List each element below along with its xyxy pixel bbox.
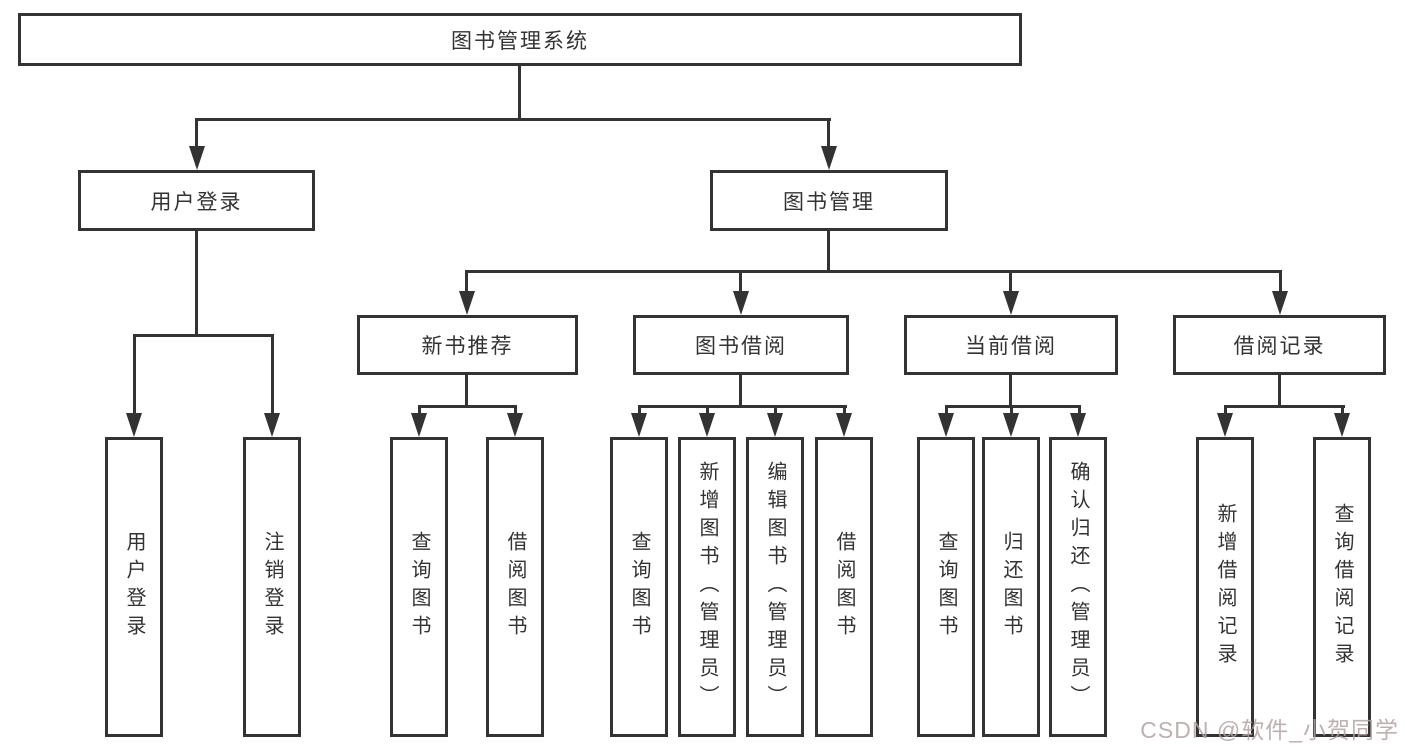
node-records-label: 借阅记录 bbox=[1233, 335, 1326, 358]
leaf-borrow-edit-label: 编辑图书（管理员） bbox=[764, 461, 786, 713]
node-root: 图书管理系统 bbox=[18, 13, 1022, 66]
leaf-current-confirm-label: 确认归还（管理员） bbox=[1067, 461, 1089, 713]
arrow-into-mgmt bbox=[821, 146, 837, 170]
node-newbook-label: 新书推荐 bbox=[421, 335, 514, 358]
node-current-label: 当前借阅 bbox=[965, 335, 1057, 358]
connector-l3-shaft-2 bbox=[739, 270, 742, 295]
connector-records-leaf2-shaft bbox=[1341, 405, 1344, 417]
connector-borrow-leaf1-shaft bbox=[638, 405, 641, 417]
node-borrow-label: 图书借阅 bbox=[695, 335, 787, 358]
leaf-borrow-add: 新增图书（管理员） bbox=[678, 437, 736, 737]
node-records: 借阅记录 bbox=[1173, 315, 1386, 375]
connector-newbook-leaf1-shaft bbox=[418, 405, 421, 417]
leaf-user-login: 用户登录 bbox=[105, 437, 163, 737]
node-book-mgmt-label: 图书管理 bbox=[783, 190, 875, 214]
leaf-newbook-borrow-label: 借阅图书 bbox=[504, 531, 526, 643]
arrow-current-leaf1 bbox=[938, 413, 954, 437]
leaf-current-query: 查询图书 bbox=[917, 437, 975, 737]
connector-records-hline bbox=[1224, 405, 1345, 408]
connector-root-drop bbox=[518, 65, 521, 120]
connector-l3-shaft-3 bbox=[1009, 270, 1012, 295]
leaf-logout: 注销登录 bbox=[243, 437, 301, 737]
arrow-into-records bbox=[1272, 291, 1288, 315]
arrow-into-newbook bbox=[459, 291, 475, 315]
arrow-into-current bbox=[1003, 291, 1019, 315]
arrow-records-leaf2 bbox=[1334, 413, 1350, 437]
connector-borrow-leaf3-shaft bbox=[774, 405, 777, 417]
connector-login-leaf1-shaft bbox=[133, 334, 136, 416]
leaf-borrow-edit: 编辑图书（管理员） bbox=[746, 437, 804, 737]
connector-current-down bbox=[1009, 375, 1012, 407]
node-newbook: 新书推荐 bbox=[357, 315, 578, 375]
node-book-mgmt: 图书管理 bbox=[710, 170, 948, 231]
leaf-borrow-query: 查询图书 bbox=[610, 437, 668, 737]
connector-login-down bbox=[195, 230, 198, 336]
arrow-borrow-leaf4 bbox=[836, 413, 852, 437]
connector-current-leaf2-shaft bbox=[1010, 405, 1013, 417]
leaf-records-query-label: 查询借阅记录 bbox=[1331, 503, 1353, 671]
arrow-current-leaf3 bbox=[1070, 413, 1086, 437]
arrow-records-leaf1 bbox=[1217, 413, 1233, 437]
connector-newbook-down bbox=[465, 375, 468, 407]
connector-borrow-hline bbox=[638, 405, 847, 408]
leaf-records-add: 新增借阅记录 bbox=[1196, 437, 1254, 737]
arrow-borrow-leaf1 bbox=[631, 413, 647, 437]
leaf-current-return-label: 归还图书 bbox=[1000, 531, 1022, 643]
leaf-records-add-label: 新增借阅记录 bbox=[1214, 503, 1236, 671]
arrow-newbook-leaf2 bbox=[507, 413, 523, 437]
leaf-borrow-query-label: 查询图书 bbox=[628, 531, 650, 643]
leaf-newbook-query-label: 查询图书 bbox=[408, 531, 430, 643]
connector-login-leaf2-shaft bbox=[271, 334, 274, 416]
node-user-login-label: 用户登录 bbox=[150, 190, 243, 214]
arrow-current-leaf2 bbox=[1003, 413, 1019, 437]
connector-mgmt-shaft bbox=[827, 118, 830, 150]
leaf-logout-label: 注销登录 bbox=[261, 531, 283, 643]
leaf-borrow-borrow-label: 借阅图书 bbox=[833, 531, 855, 643]
node-user-login: 用户登录 bbox=[78, 170, 315, 231]
arrow-into-user-login bbox=[126, 413, 142, 437]
arrow-into-logout bbox=[264, 413, 280, 437]
arrow-into-login bbox=[189, 146, 205, 170]
connector-borrow-leaf2-shaft bbox=[706, 405, 709, 417]
connector-borrow-leaf4-shaft bbox=[843, 405, 846, 417]
leaf-borrow-borrow: 借阅图书 bbox=[815, 437, 873, 737]
connector-records-leaf1-shaft bbox=[1224, 405, 1227, 417]
connector-borrow-down bbox=[739, 375, 742, 407]
connector-l3-shaft-4 bbox=[1279, 270, 1282, 295]
connector-records-down bbox=[1278, 375, 1281, 407]
leaf-newbook-borrow: 借阅图书 bbox=[486, 437, 544, 737]
connector-newbook-hline bbox=[418, 405, 517, 408]
connector-l3-shaft-1 bbox=[465, 270, 468, 295]
connector-level2-hline bbox=[196, 118, 831, 121]
leaf-current-return: 归还图书 bbox=[982, 437, 1040, 737]
arrow-borrow-leaf3 bbox=[767, 413, 783, 437]
leaf-records-query: 查询借阅记录 bbox=[1313, 437, 1371, 737]
csdn-watermark: CSDN @软件_小贺同学 bbox=[1140, 717, 1399, 743]
leaf-user-login-label: 用户登录 bbox=[123, 531, 145, 643]
leaf-current-confirm: 确认归还（管理员） bbox=[1049, 437, 1107, 737]
connector-login-hline bbox=[133, 334, 274, 337]
connector-mgmt-down bbox=[827, 230, 830, 272]
arrow-borrow-leaf2 bbox=[699, 413, 715, 437]
node-root-label: 图书管理系统 bbox=[451, 29, 589, 53]
connector-login-shaft bbox=[195, 118, 198, 150]
connector-current-leaf1-shaft bbox=[945, 405, 948, 417]
leaf-current-query-label: 查询图书 bbox=[935, 531, 957, 643]
leaf-borrow-add-label: 新增图书（管理员） bbox=[696, 461, 718, 713]
connector-current-hline bbox=[945, 405, 1081, 408]
node-current: 当前借阅 bbox=[904, 315, 1118, 375]
node-borrow: 图书借阅 bbox=[633, 315, 849, 375]
arrow-newbook-leaf1 bbox=[411, 413, 427, 437]
connector-current-leaf3-shaft bbox=[1078, 405, 1081, 417]
connector-newbook-leaf2-shaft bbox=[514, 405, 517, 417]
leaf-newbook-query: 查询图书 bbox=[390, 437, 448, 737]
arrow-into-borrow bbox=[733, 291, 749, 315]
connector-level3-hline bbox=[466, 270, 1282, 273]
